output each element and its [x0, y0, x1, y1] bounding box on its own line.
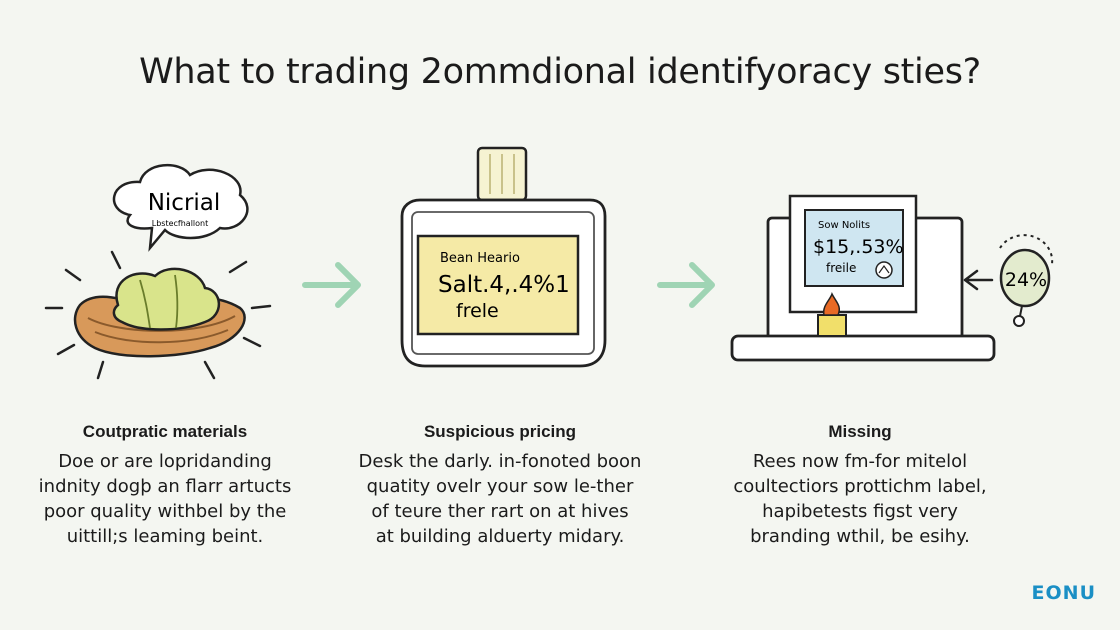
heading-materials: Coutpratic materials [82, 422, 248, 441]
description-line: poor quality withbel by the [43, 501, 287, 522]
label-note: frele [456, 300, 499, 322]
description-line: coultectiors prottichm label, [733, 476, 987, 497]
description-line: at building alduerty midary. [375, 526, 625, 547]
lettuce-icon [112, 267, 221, 331]
description-line: Desk the darly. in-fonoted boon [358, 451, 642, 472]
laptop-illustration: Sow Nolits $15,.53% freile 24% [730, 194, 1054, 362]
illustration-row: Nicrial Lbstecfhallont Bean He [44, 146, 1054, 380]
description-line: of teure ther rart on at hives [371, 501, 629, 522]
arrow-icon [302, 262, 361, 308]
screen-note: freile [826, 261, 856, 275]
price-label [416, 234, 580, 336]
flame-icon [817, 292, 847, 337]
arrow-icon [657, 262, 715, 308]
description-line: branding wthil, be esihy. [750, 526, 970, 547]
description-line: quatity ovelr your sow le-ther [366, 476, 634, 497]
label-brand: Bean Heario [440, 251, 520, 266]
bubble-subtitle: Lbstecfhallont [152, 219, 209, 228]
description-line: indnity dogþ an flarr artucts [38, 476, 292, 497]
badge-value: 24% [1005, 269, 1047, 291]
bottle-illustration: Bean Heario Salt.4,.4%1 frele [400, 146, 607, 368]
brand-logo: EONU [1031, 582, 1096, 604]
heading-missing: Missing [828, 422, 892, 441]
description-line: hapibetests figst very [762, 501, 958, 522]
description-missing: Rees now fm-for mitelol coultectiors pro… [710, 449, 1010, 549]
label-price: Salt.4,.4%1 [438, 272, 570, 298]
stamp-icon [875, 261, 893, 279]
description-line: Doe or are lopridanding [58, 451, 272, 472]
bubble-title: Nicrial [148, 190, 221, 216]
burst-lines-icon [44, 250, 272, 380]
description-pricing: Desk the darly. in-fonoted boon quatity … [350, 449, 650, 549]
description-line: Rees now fm-for mitelol [752, 451, 968, 472]
description-materials: Doe or are lopridanding indnity dogþ an … [15, 449, 315, 549]
heading-pricing: Suspicious pricing [423, 422, 577, 441]
screen-price: $15,.53% [813, 236, 904, 258]
description-line: uittill;s leaming beint. [66, 526, 264, 547]
food-basket-illustration: Nicrial Lbstecfhallont [44, 163, 272, 380]
thought-bubble: Nicrial Lbstecfhallont [112, 163, 249, 252]
page-title: What to trading 2ommdional identifyoracy… [139, 52, 981, 92]
discount-badge: 24% [999, 234, 1054, 327]
screen-heading: Sow Nolits [818, 220, 870, 231]
